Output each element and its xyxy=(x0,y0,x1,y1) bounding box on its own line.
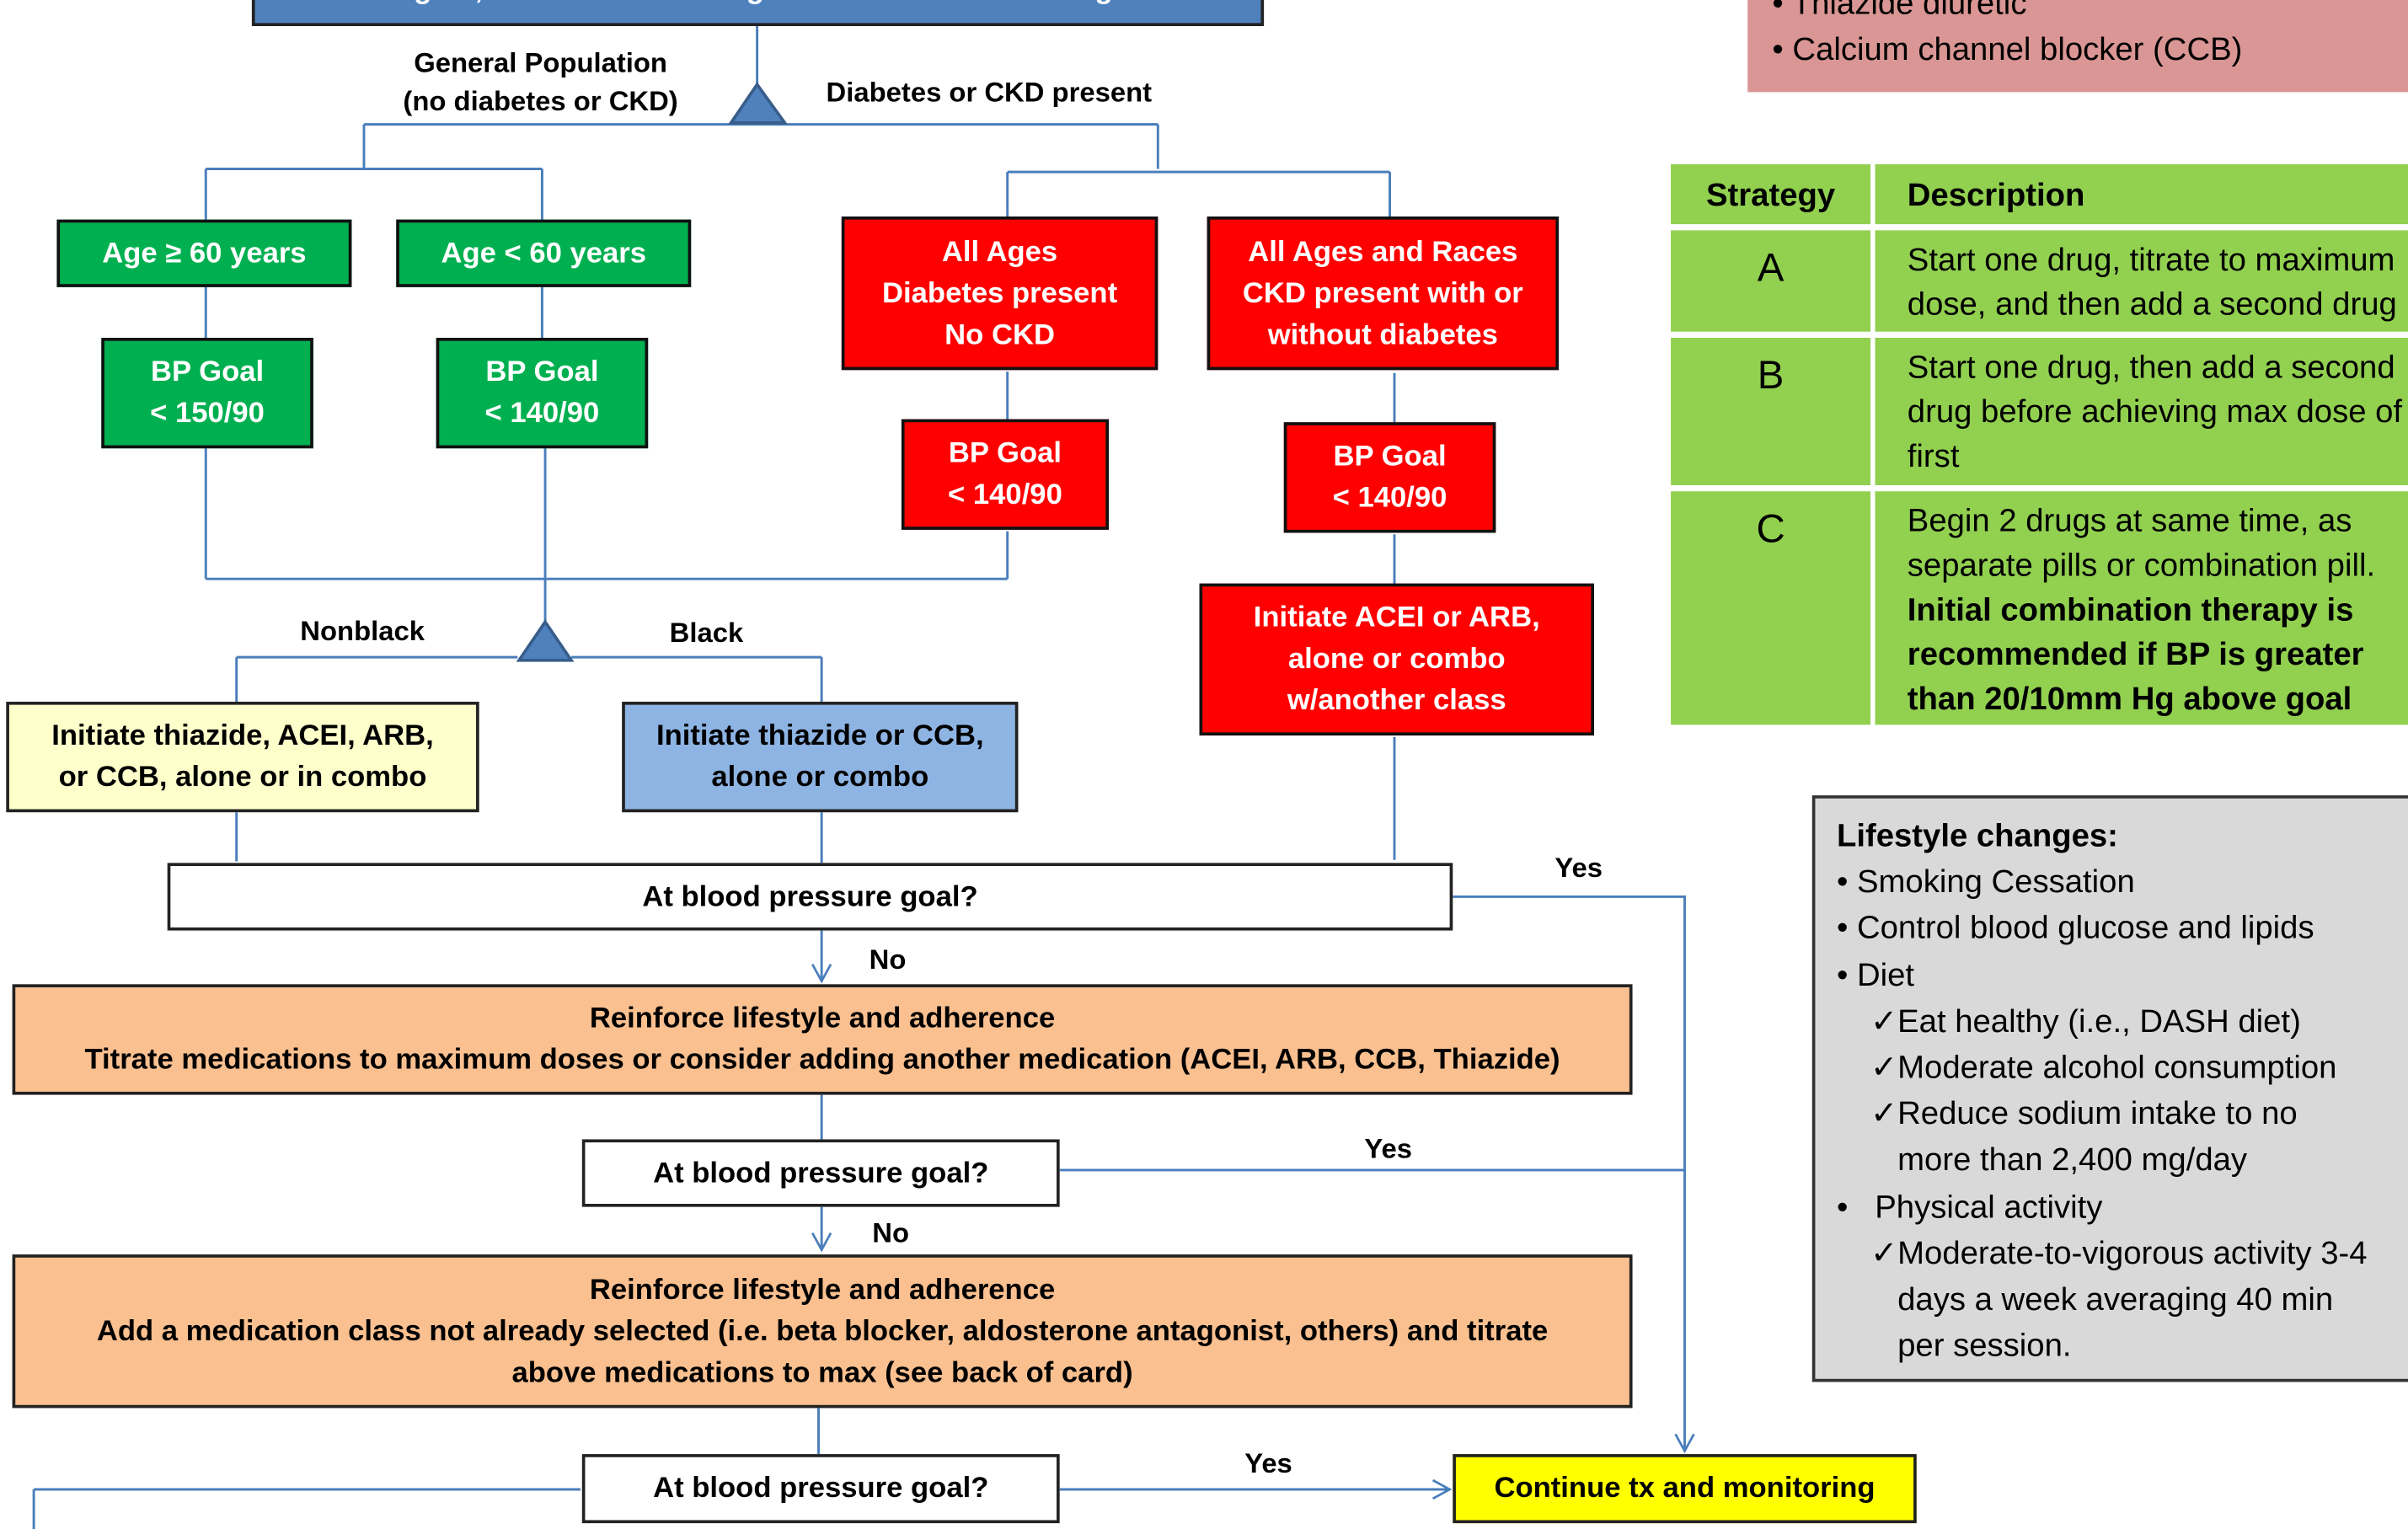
diabetes-bp-goal-box: BP Goal< 140/90 xyxy=(901,419,1109,530)
table-header-strategy: Strategy xyxy=(1671,164,1871,225)
bp-goal-check-2: At blood pressure goal? xyxy=(581,1139,1060,1207)
bp-goal-150-box: BP Goal< 150/90 xyxy=(101,337,313,449)
bp-goal-check-3: At blood pressure goal? xyxy=(581,1454,1060,1524)
check-icon: ✓ xyxy=(1870,1050,1898,1086)
top-goal-text: Set BP goal; initiate BP-lowering medica… xyxy=(313,0,1204,11)
top-goal-box: Set BP goal; initiate BP-lowering medica… xyxy=(251,0,1265,26)
diet-item: ✓Eat healthy (i.e., DASH diet) xyxy=(1837,999,2402,1045)
check-icon: ✓ xyxy=(1870,1096,1898,1132)
check-icon: ✓ xyxy=(1870,1003,1898,1040)
strategy-a: A xyxy=(1671,230,1871,332)
lifestyle-item: • Control blood glucose and lipids xyxy=(1836,911,2314,947)
diet-item: ✓Reduce sodium intake to no more than 2,… xyxy=(1837,1092,2402,1184)
no-label-1: No xyxy=(869,944,907,976)
drug-item: • Thiazide diuretic xyxy=(1772,0,2027,22)
strategy-a-description: Start one drug, titrate to maximum dose,… xyxy=(1875,230,2408,332)
lifestyle-item: • Smoking Cessation xyxy=(1836,864,2135,901)
drug-class-box: • Thiazide diuretic • Calcium channel bl… xyxy=(1747,0,2408,93)
activity-item: ✓Moderate-to-vigorous activity 3-4 days … xyxy=(1837,1231,2402,1370)
continue-monitoring-box: Continue tx and monitoring xyxy=(1453,1454,1917,1524)
check-icon: ✓ xyxy=(1870,1235,1898,1271)
strategy-c: C xyxy=(1671,491,1871,725)
lifestyle-item: • Physical activity xyxy=(1836,1189,2103,1225)
diabetes-ckd-label: Diabetes or CKD present xyxy=(826,77,1153,108)
yes-label-2: Yes xyxy=(1364,1133,1413,1164)
strategy-b: B xyxy=(1671,337,1871,485)
nonblack-label: Nonblack xyxy=(300,615,425,647)
bp-goal-check-1: At blood pressure goal? xyxy=(167,863,1453,931)
yes-label-1: Yes xyxy=(1554,852,1603,884)
bp-goal-140-box: BP Goal< 140/90 xyxy=(436,337,649,449)
lifestyle-changes-box: Lifestyle changes: • Smoking Cessation •… xyxy=(1811,795,2408,1382)
ckd-bp-goal-box: BP Goal< 140/90 xyxy=(1283,422,1496,533)
lifestyle-title: Lifestyle changes: xyxy=(1836,818,2118,854)
strategy-table: Strategy Description A Start one drug, t… xyxy=(1671,164,2408,725)
general-population-label: General Population(no diabetes or CKD) xyxy=(403,47,678,117)
black-label: Black xyxy=(669,617,744,649)
age-60-plus-box: Age ≥ 60 years xyxy=(56,219,352,287)
strategy-b-description: Start one drug, then add a second drug b… xyxy=(1875,337,2408,485)
nonblack-treatment-box: Initiate thiazide, ACEI, ARB,or CCB, alo… xyxy=(6,701,479,813)
lifestyle-item: • Diet xyxy=(1836,957,1915,993)
diet-item: ✓Moderate alcohol consumption xyxy=(1837,1045,2402,1092)
drug-item: • Calcium channel blocker (CCB) xyxy=(1772,32,2243,68)
table-header-description: Description xyxy=(1875,164,2408,225)
yes-label-3: Yes xyxy=(1244,1447,1292,1479)
decision-triangle xyxy=(728,82,788,125)
strategy-c-description: Begin 2 drugs at same time, as separate … xyxy=(1875,491,2408,725)
age-under-60-box: Age < 60 years xyxy=(396,219,692,287)
decision-triangle xyxy=(516,618,575,662)
no-label-2: No xyxy=(872,1217,910,1248)
black-treatment-box: Initiate thiazide or CCB,alone or combo xyxy=(622,701,1019,813)
